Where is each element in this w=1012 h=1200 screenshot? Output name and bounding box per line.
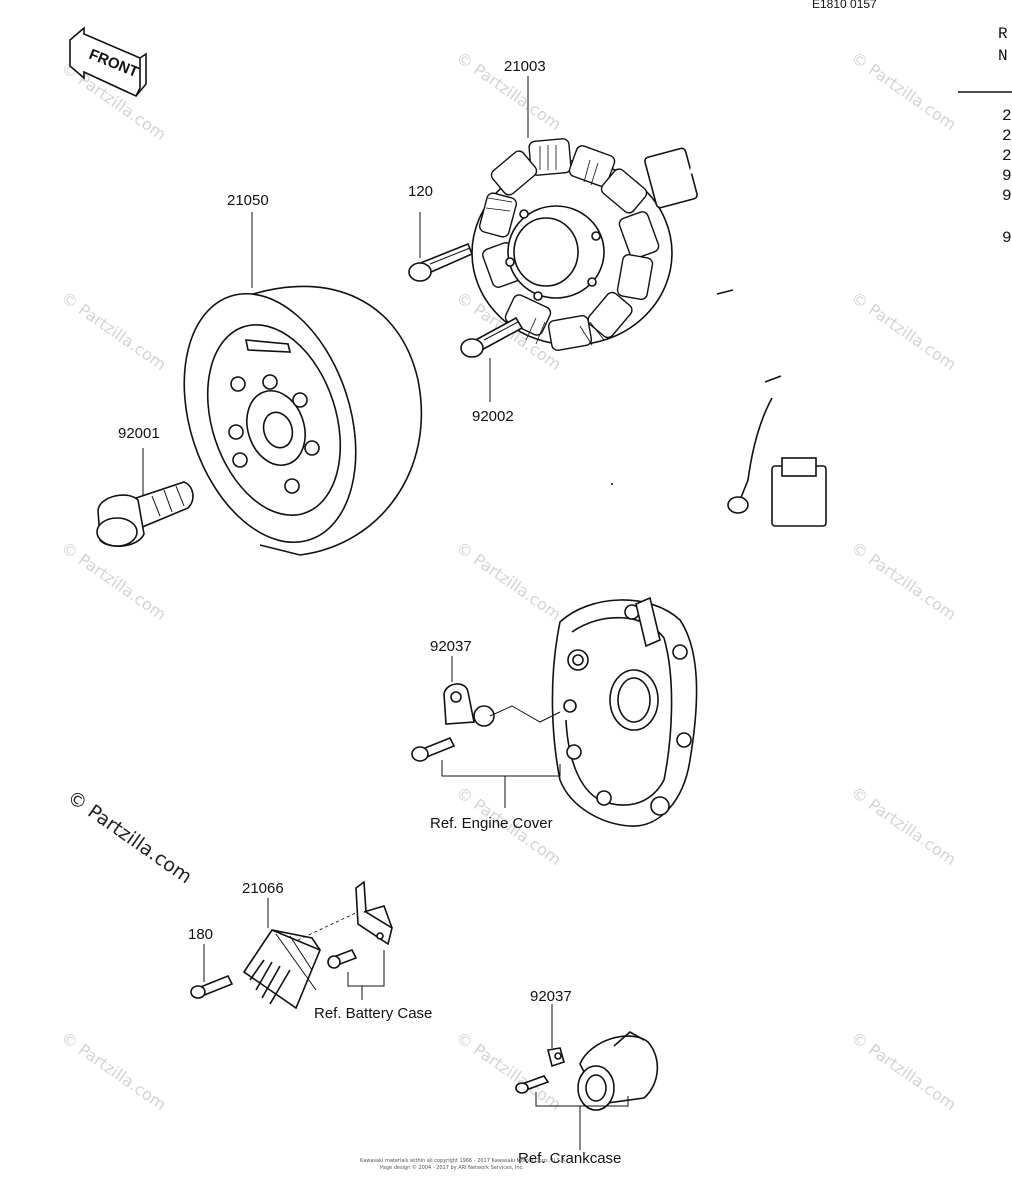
watermark-text: © Partzilla.com [453,538,565,624]
callouts: 21003 120 21050 92001 92002 92037 21066 … [118,58,572,1005]
footer-line-1: Kawasaki materials within all copyright … [360,1158,567,1164]
callout-120: 120 [408,183,433,200]
stator-winding-lines [485,145,605,346]
arrow-edge [135,52,147,97]
watermark-text: © Partzilla.com [453,1028,565,1114]
callout-180: 180 [188,926,213,943]
reference-labels: Ref. Engine Cover Ref. Battery Case Ref.… [314,815,621,1167]
callout-92001: 92001 [118,425,160,442]
harness-outer [689,169,801,471]
watermark-text: © Partzilla.com [58,1028,170,1114]
callout-92037-a: 92037 [430,638,472,655]
callout-92002: 92002 [472,408,514,425]
dot-mark [611,483,613,485]
watermark-text: © Partzilla.com [848,48,960,134]
stator [471,138,827,527]
crankcase-sensor [515,1004,659,1150]
diagram-code: E1810 0157 [812,0,877,11]
rotor-hub [246,390,306,466]
side-item: 9 [1002,167,1012,185]
clamp-92037-a [411,656,561,808]
regulator [242,898,363,1010]
bolt-180 [190,944,234,999]
side-head-r: R [998,25,1008,43]
watermark-text: © Partzilla.com [848,538,960,624]
ref-engine-cover: Ref. Engine Cover [430,815,553,832]
stator-poles [478,138,660,351]
ref-crankcase: Ref. Crankcase [518,1150,621,1167]
callout-21066: 21066 [242,880,284,897]
watermark-text: © Partzilla.com [848,1028,960,1114]
harness-inner [689,167,803,471]
callout-92037-b: 92037 [530,988,572,1005]
side-item: 9 [1002,187,1012,205]
side-item: 9 [1002,229,1012,247]
arrow-shape [69,26,141,98]
callout-21003: 21003 [504,58,546,75]
rotor [183,212,423,556]
watermark-text: © Partzilla.com [848,783,960,869]
side-item: 2 [1002,127,1012,145]
watermark-text: © Partzilla.com [848,288,960,374]
ground-terminal [727,496,749,514]
bolt-92001 [96,448,194,547]
watermark-text: © Partzilla.com [58,288,170,374]
battery-bracket [327,880,393,1000]
stator-bore [513,217,579,287]
callout-21050: 21050 [227,192,269,209]
side-item: 2 [1002,107,1012,125]
footer-line-2: Page design © 2004 - 2017 by ARI Network… [380,1164,524,1171]
rotor-slot [245,339,292,353]
side-column: R N 2 2 2 9 9 9 [958,25,1012,247]
ground-wire [739,397,773,501]
side-item: 2 [1002,147,1012,165]
engine-cover [551,596,698,827]
side-head-n: N [998,47,1008,65]
watermark-text: © Partzilla.com [58,538,170,624]
ref-battery-case: Ref. Battery Case [314,1005,432,1022]
watermark-main: © Partzilla.com [63,786,196,888]
bolt-92002 [460,316,524,402]
bolt-120 [408,212,474,282]
